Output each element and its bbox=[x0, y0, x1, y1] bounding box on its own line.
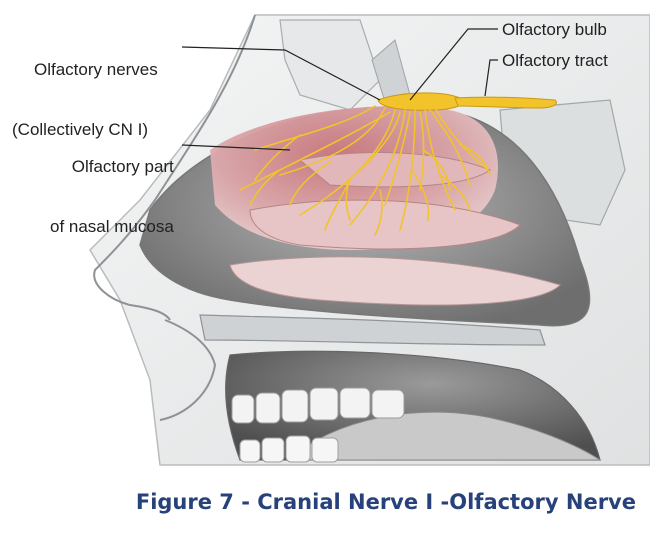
upper-lip bbox=[159, 319, 217, 421]
lower-teeth bbox=[239, 435, 339, 463]
label-olfactory-nerves: Olfactory nerves (Collectively CN I) bbox=[12, 20, 158, 180]
label-mucosa-line1: Olfactory part bbox=[71, 157, 174, 176]
leader-olfactory-bulb bbox=[409, 28, 498, 101]
nose-outline bbox=[93, 14, 256, 321]
label-olfactory-nerves-line2: (Collectively CN I) bbox=[12, 120, 149, 139]
leader-lines bbox=[181, 28, 498, 151]
tongue bbox=[288, 411, 602, 461]
olfactory-tract-shape bbox=[454, 96, 557, 109]
leader-olfactory-nerves bbox=[181, 46, 381, 101]
olfactory-nerve-fibers bbox=[239, 105, 491, 236]
hard-palate bbox=[199, 314, 546, 346]
superior-concha bbox=[298, 152, 492, 188]
inferior-concha bbox=[229, 256, 561, 306]
middle-concha bbox=[249, 199, 521, 250]
leader-mucosa bbox=[181, 144, 291, 151]
label-mucosa-line2: of nasal mucosa bbox=[50, 217, 174, 236]
leader-olfactory-tract bbox=[484, 59, 498, 97]
label-olfactory-bulb: Olfactory bulb bbox=[502, 20, 607, 39]
label-olfactory-mucosa: Olfactory part of nasal mucosa bbox=[50, 117, 174, 277]
label-olfactory-tract: Olfactory tract bbox=[502, 51, 608, 70]
label-olfactory-nerves-line1: Olfactory nerves bbox=[34, 60, 158, 79]
upper-teeth bbox=[231, 387, 405, 424]
figure-caption: Figure 7 - Cranial Nerve I -Olfactory Ne… bbox=[135, 490, 636, 514]
